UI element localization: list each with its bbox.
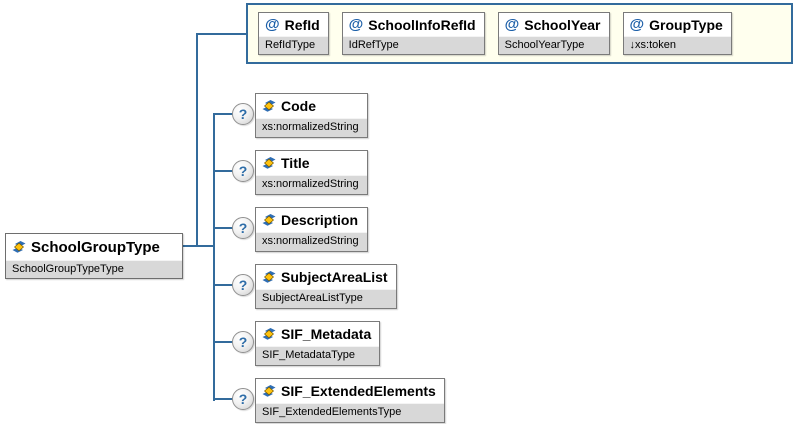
attribute-at-icon: @ [348,16,364,33]
attribute-type: SchoolYearType [498,36,609,54]
question-mark: ? [238,163,248,179]
optional-question-icon: ? [232,217,254,239]
question-mark: ? [238,277,248,293]
element-icon [262,100,276,112]
element-type: xs:normalizedString [256,118,367,137]
element-box-description[interactable]: Description xs:normalizedString [255,207,368,252]
connector-stub-sif-extendedelements [213,398,233,400]
question-mark: ? [238,106,248,122]
root-element-type: SchoolGroupTypeType [6,260,182,278]
attribute-type: RefIdType [259,36,328,54]
connector-children-trunk [213,113,215,401]
attribute-name: RefId [284,16,320,33]
connector-stub-code [213,113,233,115]
optional-question-icon: ? [232,274,254,296]
element-icon [262,271,276,283]
attribute-box-refid[interactable]: @ RefId RefIdType [258,12,329,55]
attribute-title: @ SchoolInfoRefId [342,13,484,36]
connector-stub-title [213,170,233,172]
element-title: Description [256,208,367,232]
optional-question-icon: ? [232,103,254,125]
connector-stub-subjectarealist [213,284,233,286]
element-title: SubjectAreaList [256,265,396,289]
optional-question-icon: ? [232,388,254,410]
element-name: Title [281,155,310,171]
attributes-group-container: @ RefId RefIdType @ SchoolInfoRefId IdRe… [246,3,793,64]
attribute-title: @ GroupType [623,13,731,36]
element-box-title[interactable]: Title xs:normalizedString [255,150,368,195]
attribute-title: @ SchoolYear [498,13,609,36]
question-mark: ? [238,334,248,350]
element-type: xs:normalizedString [256,232,367,251]
attribute-box-schoolyear[interactable]: @ SchoolYear SchoolYearType [497,12,610,55]
element-box-sif-metadata[interactable]: SIF_Metadata SIF_MetadataType [255,321,381,366]
element-icon [262,328,276,340]
attribute-type: ↓xs:token [623,36,731,54]
element-name: SubjectAreaList [281,269,388,285]
connector-stub-description [213,227,233,229]
element-title: Title [256,151,367,175]
element-box-sif-extendedelements[interactable]: SIF_ExtendedElements SIF_ExtendedElement… [255,378,445,423]
element-icon [262,157,276,169]
element-title: SIF_Metadata [256,322,380,346]
attribute-name: SchoolYear [524,16,601,33]
element-icon [12,241,26,253]
attribute-box-grouptype[interactable]: @ GroupType ↓xs:token [622,12,732,55]
element-type: SIF_MetadataType [256,346,380,365]
element-icon [262,214,276,226]
attribute-type: IdRefType [342,36,484,54]
connector-stub-sif-metadata [213,341,233,343]
element-type: SIF_ExtendedElementsType [256,403,444,422]
question-mark: ? [238,220,248,236]
element-name: Code [281,98,316,114]
element-icon [262,385,276,397]
attribute-at-icon: @ [629,16,645,33]
element-title: Code [256,94,367,118]
optional-question-icon: ? [232,160,254,182]
element-box-subjectarealist[interactable]: SubjectAreaList SubjectAreaListType [255,264,397,309]
connector-attr-branch-vertical [196,33,198,247]
root-element-box-schoolgrouptype[interactable]: SchoolGroupType SchoolGroupTypeType [5,233,183,279]
root-element-name: SchoolGroupType [31,238,160,256]
element-name: SIF_ExtendedElements [281,383,436,399]
root-element-title: SchoolGroupType [6,234,182,260]
element-box-code[interactable]: Code xs:normalizedString [255,93,368,138]
element-name: Description [281,212,359,228]
element-name: SIF_Metadata [281,326,372,342]
question-mark: ? [238,391,248,407]
attribute-name: SchoolInfoRefId [368,16,476,33]
element-type: xs:normalizedString [256,175,367,194]
attribute-at-icon: @ [265,16,280,33]
attribute-title: @ RefId [259,13,328,36]
attribute-box-schoolinforefid[interactable]: @ SchoolInfoRefId IdRefType [341,12,485,55]
element-type: SubjectAreaListType [256,289,396,308]
attribute-name: GroupType [649,16,723,33]
connector-attr-branch-horizontal [196,33,246,35]
connector-root-trunk [183,245,215,247]
attribute-at-icon: @ [504,16,520,33]
optional-question-icon: ? [232,331,254,353]
element-title: SIF_ExtendedElements [256,379,444,403]
